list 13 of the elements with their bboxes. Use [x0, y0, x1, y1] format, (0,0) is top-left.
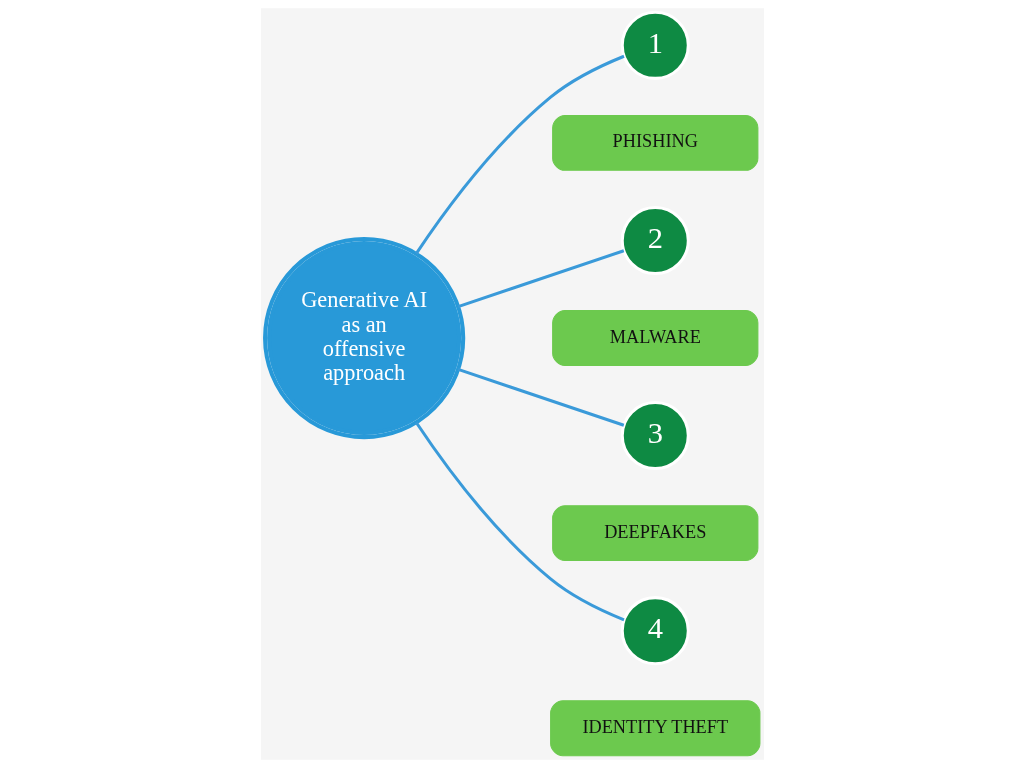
connector [457, 367, 624, 427]
node-circle: 2 [620, 205, 690, 275]
node-circle: 3 [620, 401, 690, 471]
connector [414, 54, 625, 255]
connector [457, 249, 624, 309]
node-box: DEEPFAKES [551, 505, 758, 562]
node-circle: Generative AI as an offensive approach [262, 236, 465, 440]
node-circle: 1 [620, 10, 690, 80]
node-box: MALWARE [551, 310, 758, 366]
node-box: PHISHING [551, 114, 758, 171]
node-box: IDENTITY THEFT [549, 700, 760, 757]
connector [414, 421, 625, 622]
node-circle: 4 [620, 596, 690, 666]
